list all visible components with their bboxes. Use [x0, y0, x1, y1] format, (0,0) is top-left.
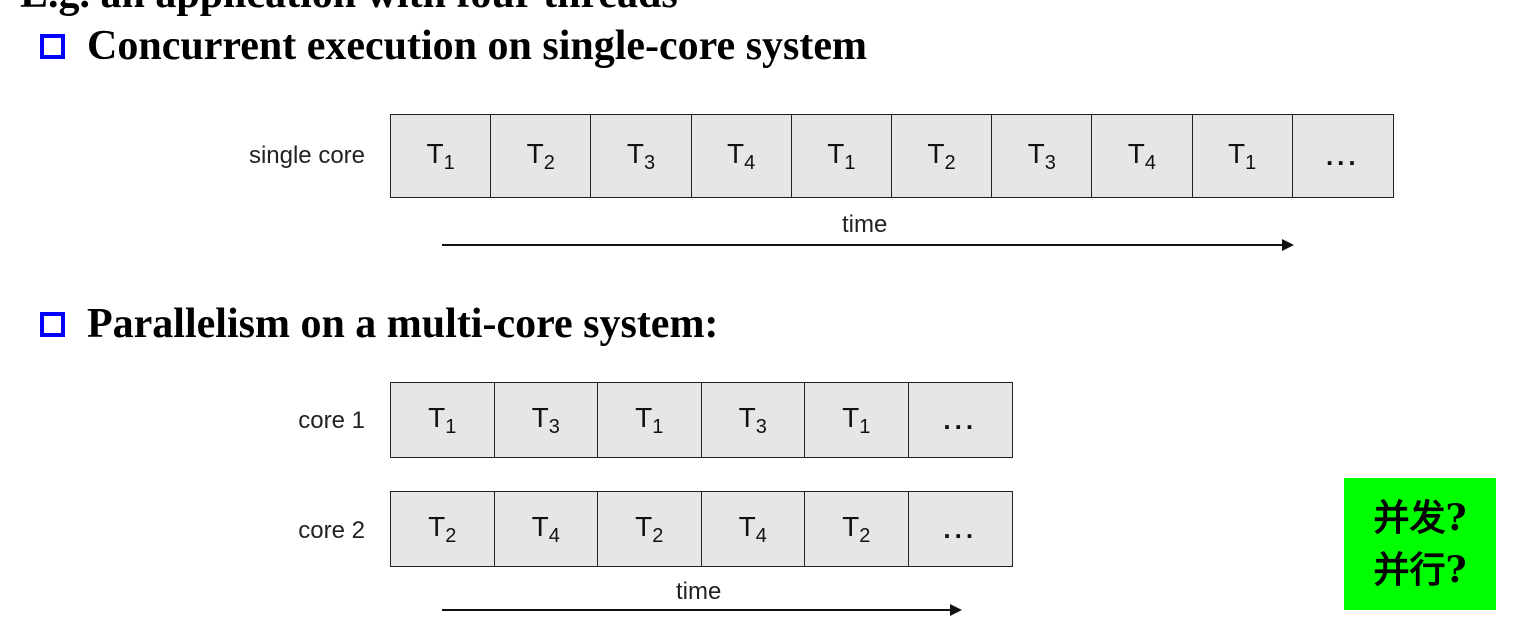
- row-label-core-2: core 2: [298, 517, 365, 544]
- question-line-2: 并行?: [1373, 549, 1467, 591]
- thread-cell-t3: T3: [495, 383, 598, 457]
- ellipsis-cell: ...: [943, 513, 978, 544]
- thread-cell-t4: T4: [692, 115, 792, 197]
- square-bullet-icon: [40, 311, 65, 337]
- thread-cell-t2: T2: [892, 115, 993, 197]
- ellipsis-cell: ...: [1325, 140, 1360, 171]
- thread-cell-t2: T2: [598, 492, 702, 566]
- heading-concurrent-text: Concurrent execution on single-core syst…: [87, 23, 867, 69]
- thread-cell-t2: T2: [391, 492, 495, 566]
- thread-cell-t4: T4: [702, 492, 805, 566]
- thread-cell-t1: T1: [792, 115, 892, 197]
- thread-cell-t4: T4: [495, 492, 598, 566]
- thread-cell-t3: T3: [992, 115, 1093, 197]
- thread-cell-t3: T3: [702, 383, 805, 457]
- thread-cell-t1: T1: [598, 383, 702, 457]
- square-bullet-icon: [40, 33, 65, 59]
- thread-cell-t1: T1: [391, 383, 495, 457]
- question-line-1: 并发?: [1373, 497, 1467, 539]
- question-box: 并发? 并行?: [1344, 478, 1496, 610]
- ellipsis-cell: ...: [943, 404, 978, 435]
- partial-top-heading: E.g. an application with four threads: [20, 0, 678, 18]
- thread-cell-t1: T1: [391, 115, 492, 197]
- time-arrow-2: [442, 604, 962, 616]
- thread-cell-t1: T1: [805, 383, 909, 457]
- thread-cell-t3: T3: [591, 115, 692, 197]
- time-label-2: time: [676, 578, 722, 605]
- thread-cell-t2: T2: [491, 115, 592, 197]
- row-label-single-core: single core: [248, 142, 365, 169]
- heading-parallelism-text: Parallelism on a multi-core system:: [87, 301, 719, 347]
- heading-concurrent: Concurrent execution on single-core syst…: [40, 22, 867, 70]
- heading-parallelism: Parallelism on a multi-core system:: [40, 300, 718, 348]
- time-arrow-1: [442, 239, 1294, 251]
- thread-cell-t2: T2: [805, 492, 909, 566]
- thread-cell-t1: T1: [1193, 115, 1293, 197]
- row-label-core-1: core 1: [298, 407, 365, 434]
- thread-cell-t4: T4: [1092, 115, 1193, 197]
- time-label-1: time: [842, 211, 888, 238]
